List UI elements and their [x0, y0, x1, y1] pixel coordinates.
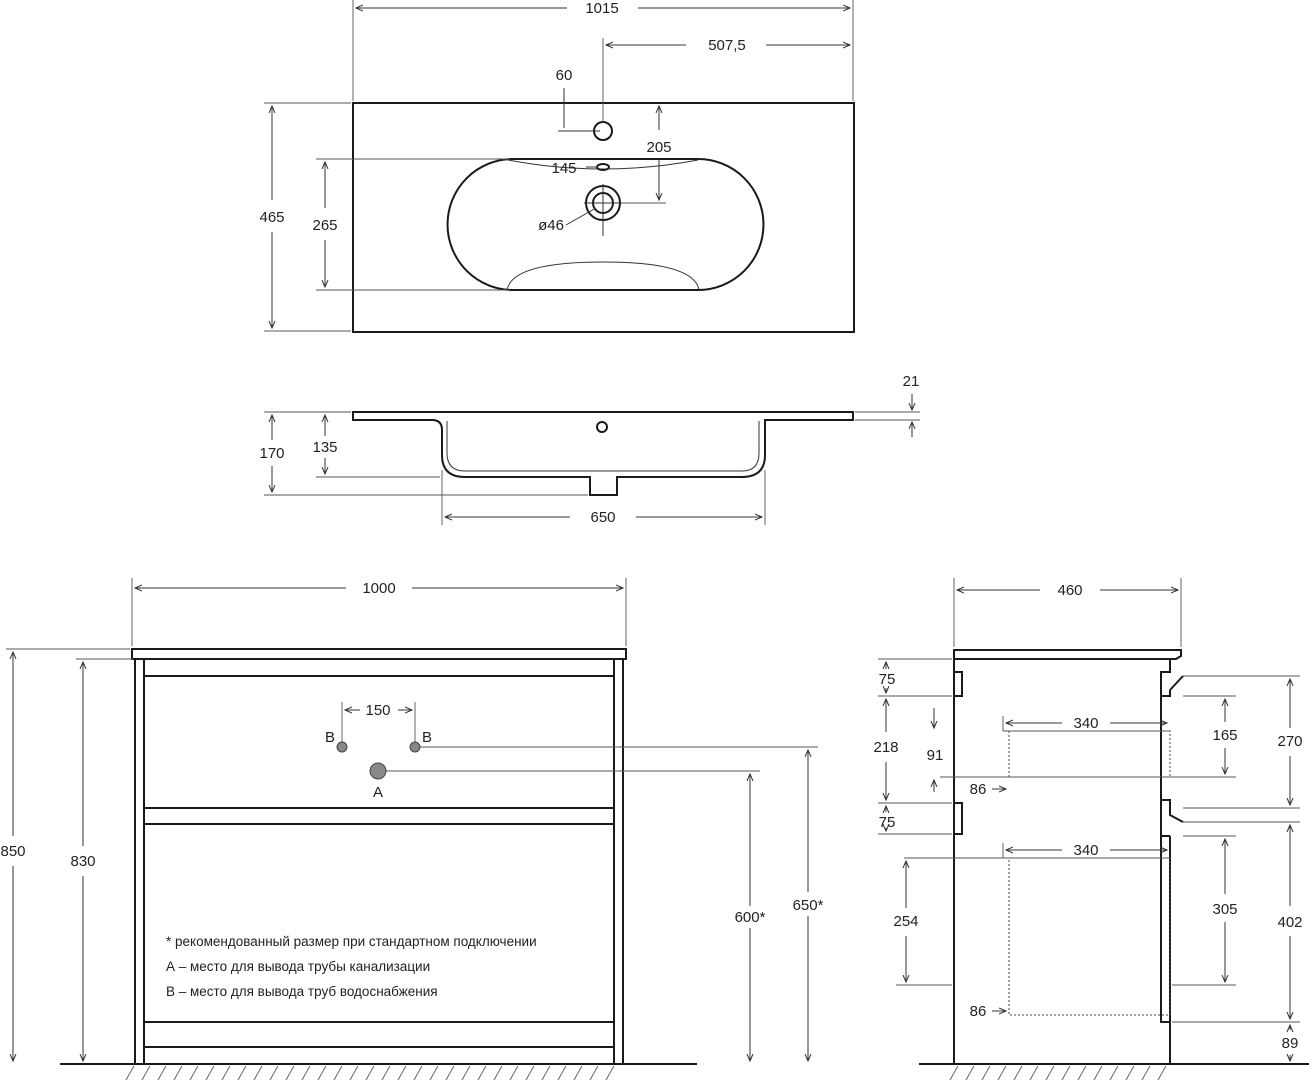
dim-faucet-to-back: 205 — [646, 139, 671, 156]
vanity-front-view: B B A 150 1000 850 830 600* 650* — [0, 578, 824, 1080]
dim-side-depth: 460 — [1057, 582, 1082, 599]
dim-upper-block: 218 — [873, 739, 898, 756]
floor-hatch-side — [949, 1065, 1167, 1080]
dim-rim: 21 — [903, 373, 920, 390]
bowl-outline — [446, 158, 765, 291]
dim-upper-drawer-h: 165 — [1212, 727, 1237, 744]
basin-section-outline — [352, 411, 854, 496]
overflow-hole — [596, 163, 610, 171]
dim-top-rail: 75 — [879, 671, 896, 688]
dim-cabinet-height: 830 — [70, 853, 95, 870]
countertop — [131, 648, 627, 660]
dim-lower-drawer-h: 305 — [1212, 901, 1237, 918]
dim-offset-upper: 86 — [970, 781, 987, 798]
lower-drawer-box — [1008, 857, 1171, 1016]
dim-depth: 465 — [259, 209, 284, 226]
dim-overflow: 145 — [551, 160, 576, 177]
dim-drawer-depth-lower: 340 — [1073, 842, 1098, 859]
dim-bowl-depth: 265 — [312, 217, 337, 234]
dim-lower-box: 254 — [893, 913, 918, 930]
vanity-side-view: 460 340 340 86 86 75 218 91 — [873, 578, 1309, 1080]
lower-drawer-front — [143, 823, 615, 1023]
dim-offset-lower: 86 — [970, 1003, 987, 1020]
dim-bowl-width: 650 — [590, 509, 615, 526]
dim-supply-height: 650* — [793, 897, 824, 914]
dim-drain-height: 600* — [735, 909, 766, 926]
dim-drawer-depth-upper: 340 — [1073, 715, 1098, 732]
dim-overall-width: 1015 — [585, 0, 618, 17]
upper-drawer-front — [143, 675, 615, 809]
overflow-hole-section — [596, 421, 608, 433]
dim-faucet-hole: 60 — [556, 67, 573, 84]
bowl-front-slope — [506, 261, 700, 291]
washbasin-section-view: 21 170 135 650 — [259, 373, 920, 526]
supply-pipe-right — [409, 741, 421, 753]
side-panel — [953, 659, 1171, 1065]
basin-outline — [352, 102, 855, 333]
dim-height: 170 — [259, 445, 284, 462]
note-supply: В – место для вывода труб водоснабжения — [166, 984, 438, 999]
dim-upper-section-h: 270 — [1277, 733, 1302, 750]
label-b-right: B — [422, 729, 432, 746]
dim-vanity-width: 1000 — [362, 580, 395, 597]
dim-gap-91: 91 — [927, 747, 944, 764]
note-drain: А – место для вывода трубы канализации — [166, 959, 430, 974]
washbasin-top-view: 1015 507,5 60 205 145 ø46 465 265 — [259, 0, 855, 333]
dim-bowl-height: 135 — [312, 439, 337, 456]
floor-hatch-front — [125, 1065, 615, 1080]
dim-plinth: 89 — [1282, 1035, 1299, 1052]
drain-pipe — [369, 762, 387, 780]
dim-mid-rail: 75 — [879, 814, 896, 831]
label-a: A — [373, 784, 383, 801]
dim-lower-section-h: 402 — [1277, 914, 1302, 931]
upper-drawer-box — [1008, 730, 1171, 778]
label-b-left: B — [325, 729, 335, 746]
dim-pipe-spacing: 150 — [365, 702, 390, 719]
side-countertop — [953, 649, 1182, 660]
dim-half-width: 507,5 — [708, 37, 746, 54]
dim-total-height: 850 — [0, 843, 25, 860]
note-recommended: * рекомендованный размер при стандартном… — [166, 934, 537, 949]
supply-pipe-left — [336, 741, 348, 753]
dim-drain-dia: ø46 — [538, 217, 564, 234]
